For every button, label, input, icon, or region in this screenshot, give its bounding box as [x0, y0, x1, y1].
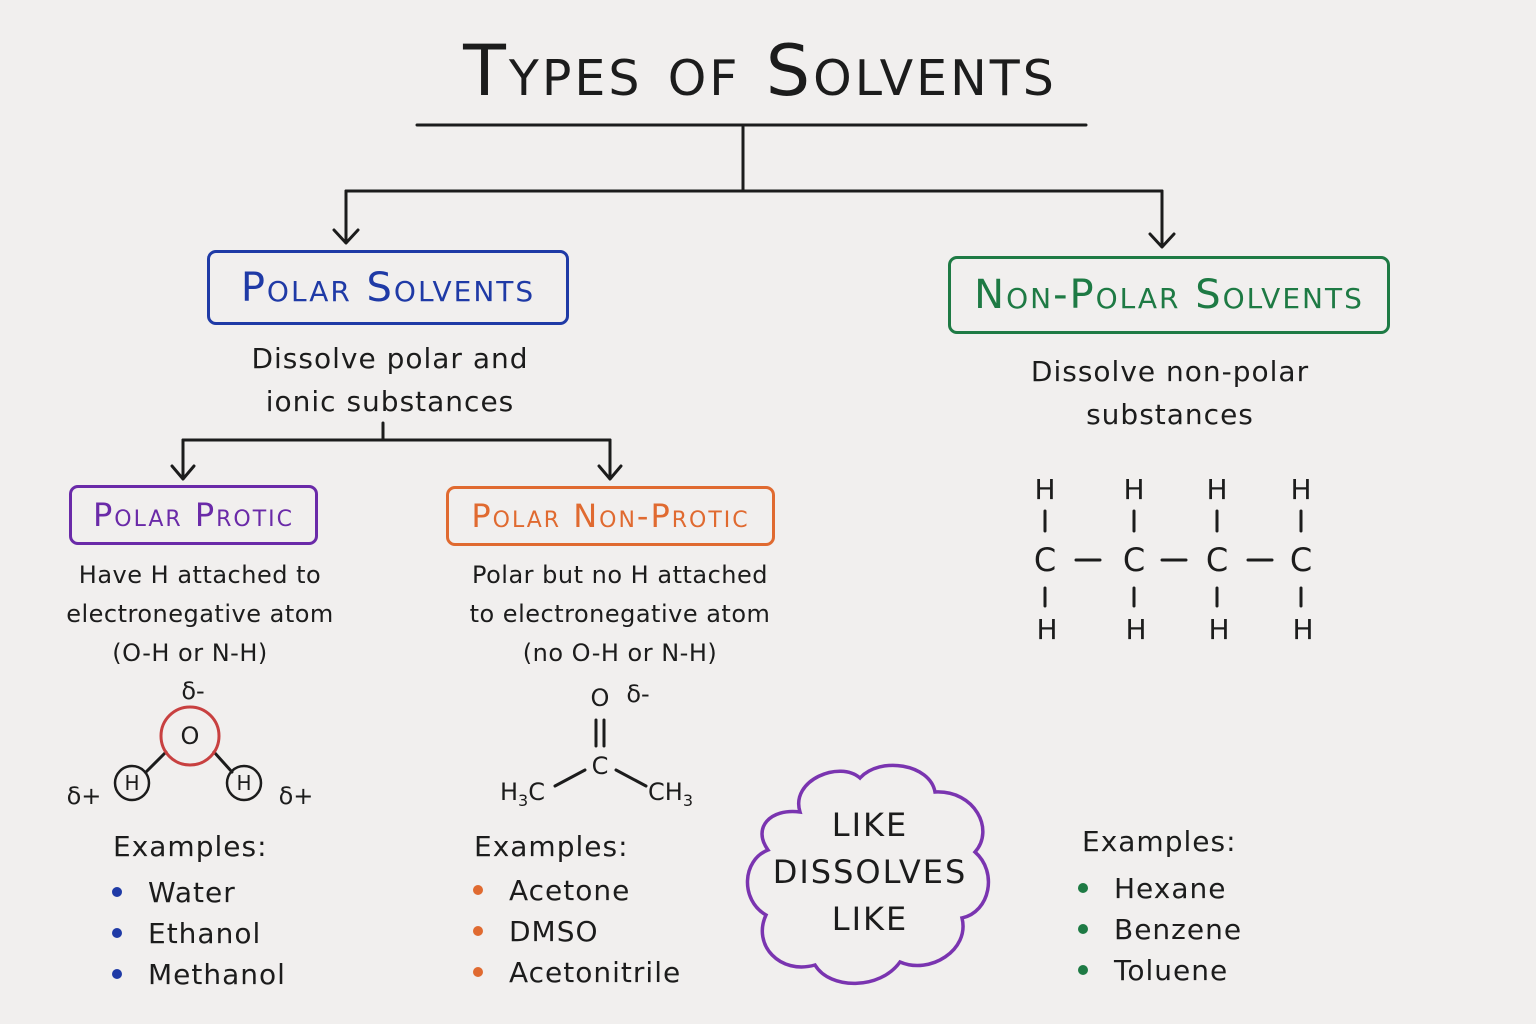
bullet-icon	[473, 967, 483, 977]
cloud-line2: DISSOLVES	[772, 853, 968, 891]
acetone-right-methyl: CH3	[648, 778, 693, 810]
list-item: Ethanol	[112, 913, 286, 954]
list-item: Benzene	[1078, 909, 1242, 950]
protic-desc-line3: (O-H or N-H)	[112, 639, 268, 667]
polar-nonprotic-box: Polar Non-Protic	[446, 486, 775, 546]
acetone-bond-left	[553, 768, 587, 788]
example-label: Hexane	[1114, 872, 1227, 905]
protic-desc-line1: Have H attached to	[78, 561, 322, 589]
hexane-c-1: C	[1033, 541, 1057, 579]
hexane-h-bottom-1: H	[1036, 613, 1058, 646]
water-delta-plus-right: δ+	[278, 782, 314, 810]
water-delta-minus: δ-	[181, 677, 205, 705]
acetone-oxygen: O	[590, 684, 610, 712]
example-label: DMSO	[509, 915, 599, 948]
hexane-c-2: C	[1122, 541, 1146, 579]
bullet-icon	[1078, 924, 1088, 934]
acetone-bond-right	[614, 768, 648, 788]
acetone-left-methyl: H3C	[500, 778, 545, 810]
list-item: Toluene	[1078, 950, 1242, 991]
page-title: Types of Solvents	[463, 30, 1057, 112]
bullet-icon	[112, 969, 122, 979]
nonpolar-solvents-label: Non-Polar Solvents	[974, 272, 1364, 318]
polar-protic-label: Polar Protic	[92, 496, 295, 534]
example-label: Benzene	[1114, 913, 1243, 946]
water-bond-right	[212, 750, 234, 774]
example-label: Water	[148, 876, 236, 909]
bullet-icon	[473, 885, 483, 895]
nonprotic-desc-line1: Polar but no H attached	[472, 561, 768, 589]
protic-description: Have H attached to electronegative atom …	[40, 556, 360, 673]
nonprotic-desc-line3: (no O-H or N-H)	[522, 639, 718, 667]
acetone-carbon: C	[591, 752, 609, 780]
protic-desc-line2: electronegative atom	[66, 600, 334, 628]
polar-desc-line2: ionic substances	[265, 385, 515, 418]
nonpolar-desc-line1: Dissolve non-polar	[1030, 355, 1310, 388]
list-item: Acetonitrile	[473, 952, 681, 993]
list-item: Acetone	[473, 870, 681, 911]
like-dissolves-like-cloud: LIKE DISSOLVES LIKE	[760, 802, 980, 943]
water-bond-left	[144, 750, 168, 774]
nonpolar-solvents-box: Non-Polar Solvents	[948, 256, 1390, 334]
arrowhead-nonpolar	[1148, 232, 1176, 249]
water-hydrogen-left: H	[124, 771, 140, 795]
bullet-icon	[112, 928, 122, 938]
hexane-h-bottom-4: H	[1292, 613, 1314, 646]
example-label: Toluene	[1114, 954, 1229, 987]
cloud-line1: LIKE	[831, 806, 909, 844]
water-hydrogen-right: H	[236, 771, 252, 795]
hexane-c-3: C	[1205, 541, 1229, 579]
hexane-h-top-2: H	[1123, 473, 1145, 506]
hexane-h-top-3: H	[1206, 473, 1228, 506]
hexane-c-4: C	[1289, 541, 1313, 579]
list-item: DMSO	[473, 911, 681, 952]
arrowhead-polar	[332, 228, 360, 245]
water-oxygen: O	[180, 722, 200, 750]
protic-examples-title: Examples:	[113, 830, 268, 863]
bullet-icon	[112, 887, 122, 897]
hexane-h-bottom-3: H	[1208, 613, 1230, 646]
hexane-h-top-1: H	[1034, 473, 1056, 506]
nonpolar-desc-line2: substances	[1086, 398, 1254, 431]
polar-description: Dissolve polar and ionic substances	[200, 337, 580, 423]
example-label: Acetonitrile	[509, 956, 682, 989]
hydrogen-circle-left	[113, 764, 151, 802]
protic-examples-list: Water Ethanol Methanol	[112, 872, 286, 995]
acetone-delta-minus: δ-	[626, 680, 650, 708]
hexane-h-top-4: H	[1290, 473, 1312, 506]
water-delta-plus-left: δ+	[66, 782, 102, 810]
nonprotic-examples-list: Acetone DMSO Acetonitrile	[473, 870, 681, 993]
polar-protic-box: Polar Protic	[69, 485, 318, 545]
list-item: Methanol	[112, 954, 286, 995]
nonpolar-description: Dissolve non-polar substances	[970, 350, 1370, 436]
nonprotic-examples-title: Examples:	[474, 830, 629, 863]
arrowhead-protic	[170, 464, 196, 481]
hexane-h-bottom-2: H	[1125, 613, 1147, 646]
bullet-icon	[473, 926, 483, 936]
list-item: Water	[112, 872, 286, 913]
nonpolar-examples-list: Hexane Benzene Toluene	[1078, 868, 1242, 991]
hexane-bonds	[1043, 509, 1303, 608]
polar-desc-line1: Dissolve polar and	[251, 342, 529, 375]
bullet-icon	[1078, 965, 1088, 975]
example-label: Ethanol	[148, 917, 262, 950]
list-item: Hexane	[1078, 868, 1242, 909]
arrowhead-nonprotic	[597, 464, 623, 481]
polar-solvents-box: Polar Solvents	[207, 250, 569, 325]
example-label: Acetone	[509, 874, 631, 907]
polar-solvents-label: Polar Solvents	[240, 264, 536, 311]
cloud-shape	[745, 763, 991, 986]
nonprotic-description: Polar but no H attached to electronegati…	[440, 556, 800, 673]
polar-nonprotic-label: Polar Non-Protic	[471, 497, 750, 535]
nonprotic-desc-line2: to electronegative atom	[469, 600, 771, 628]
example-label: Methanol	[148, 958, 286, 991]
bullet-icon	[1078, 883, 1088, 893]
nonpolar-examples-title: Examples:	[1082, 825, 1237, 858]
oxygen-circle	[159, 705, 221, 767]
hydrogen-circle-right	[225, 764, 263, 802]
cloud-line3: LIKE	[831, 900, 909, 938]
